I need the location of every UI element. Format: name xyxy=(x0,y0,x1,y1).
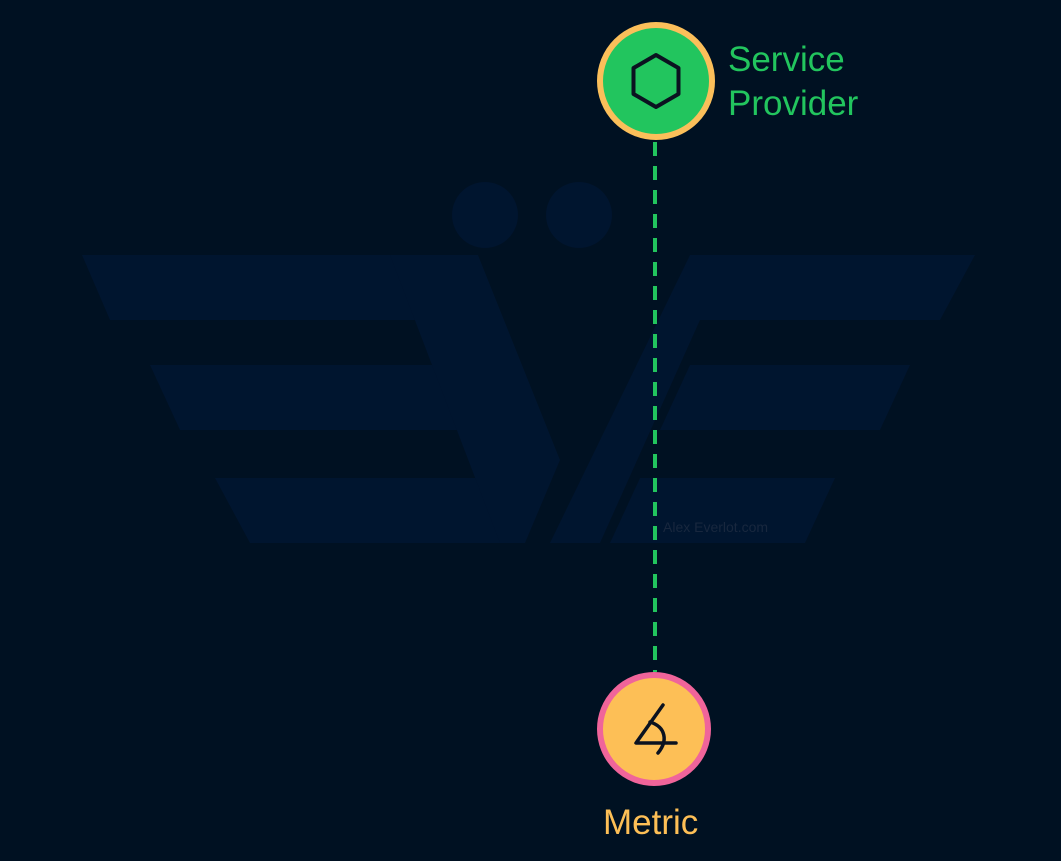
watermark-e-bottom-bar xyxy=(215,478,510,543)
watermark-e-middle-bar xyxy=(150,365,462,430)
node-metric[interactable] xyxy=(597,672,711,786)
metric-label: Metric xyxy=(603,803,699,842)
service-provider-label-line-2: Provider xyxy=(728,84,859,123)
watermark-v-left xyxy=(390,255,560,543)
watermark-text: Alex Everlot.com xyxy=(663,519,769,535)
watermark-dot-left xyxy=(452,182,518,248)
metric-icon-arc xyxy=(648,720,666,755)
watermark-e-top-bar xyxy=(82,255,418,320)
watermark-right-bottom-bar xyxy=(610,478,835,543)
metric-icon xyxy=(634,703,678,755)
watermark-v-right xyxy=(550,255,975,543)
watermark-right-middle-bar xyxy=(660,365,910,430)
watermark-dot-right xyxy=(546,182,612,248)
hexagon-icon xyxy=(631,53,681,109)
service-provider-label-line-1: Service xyxy=(728,40,845,79)
ev-logo-icon xyxy=(82,182,975,543)
service-provider-label: Service Provider xyxy=(728,38,858,126)
metric-circle xyxy=(597,672,711,786)
node-service-provider[interactable] xyxy=(597,22,715,140)
service-provider-circle xyxy=(597,22,715,140)
